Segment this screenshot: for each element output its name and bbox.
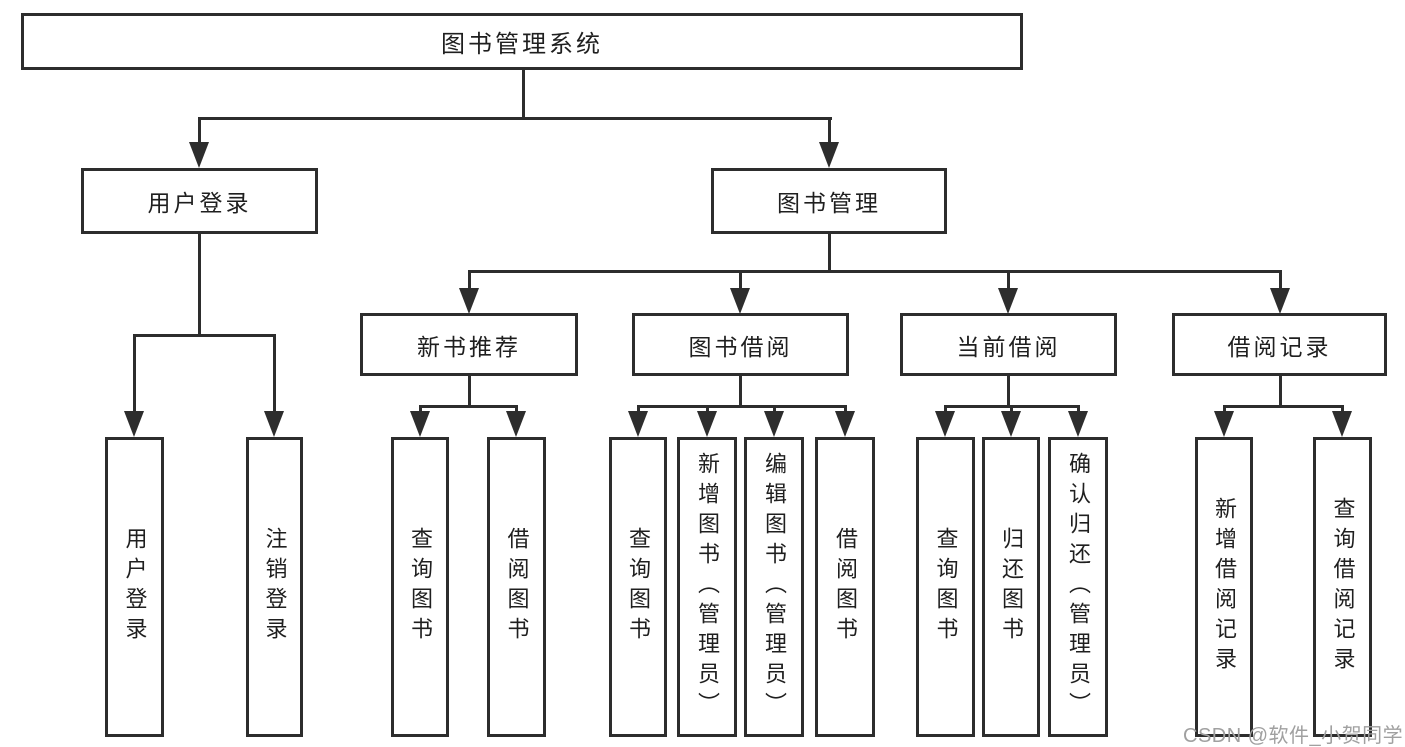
node-book-management-label: 图书管理 [777, 190, 881, 216]
connector-line [827, 119, 831, 145]
arrowhead [1214, 411, 1234, 437]
arrowhead [459, 288, 479, 314]
connector-line [467, 270, 1282, 273]
arrowhead [819, 142, 839, 168]
connector-line [738, 376, 742, 408]
node-new-book-recommend-label: 新书推荐 [417, 333, 521, 360]
arrowhead [124, 411, 144, 437]
connector-line [197, 234, 201, 337]
leaf-logout: 注销登录 [246, 437, 303, 737]
node-new-book-recommend: 新书推荐 [360, 313, 578, 376]
arrowhead [506, 411, 526, 437]
node-book-borrow-label: 图书借阅 [688, 333, 793, 360]
leaf-return-books: 归还图书 [982, 437, 1040, 737]
arrowhead [835, 411, 855, 437]
connector-line [418, 405, 518, 408]
connector-line [197, 117, 832, 120]
arrowhead [1001, 411, 1021, 437]
connector-line [132, 336, 136, 413]
connector-line [738, 272, 742, 290]
leaf-borrow-books-1: 借阅图书 [487, 437, 546, 737]
arrowhead [1270, 288, 1290, 314]
connector-line [467, 272, 471, 290]
node-user-login: 用户登录 [81, 168, 318, 234]
leaf-add-borrow-record: 新增借阅记录 [1195, 437, 1253, 737]
node-borrow-records: 借阅记录 [1172, 313, 1387, 376]
node-borrow-records-label: 借阅记录 [1227, 333, 1332, 360]
arrowhead [1332, 411, 1352, 437]
arrowhead [410, 411, 430, 437]
node-book-management: 图书管理 [711, 168, 947, 234]
arrowhead [628, 411, 648, 437]
connector-line [943, 405, 1080, 408]
node-current-borrow-label: 当前借阅 [956, 333, 1061, 360]
arrowhead [189, 142, 209, 168]
arrowhead [264, 411, 284, 437]
leaf-borrow-books-2: 借阅图书 [815, 437, 875, 737]
leaf-edit-books-admin: 编辑图书（管理员） [744, 437, 804, 737]
leaf-user-login: 用户登录 [105, 437, 164, 737]
node-current-borrow: 当前借阅 [900, 313, 1117, 376]
connector-line [827, 234, 831, 273]
connector-line [272, 336, 276, 413]
connector-line [1222, 405, 1344, 408]
leaf-query-books-3: 查询图书 [916, 437, 975, 737]
arrowhead [998, 288, 1018, 314]
connector-line [1006, 272, 1010, 290]
connector-line [521, 70, 525, 120]
arrowhead [764, 411, 784, 437]
node-book-borrow: 图书借阅 [632, 313, 849, 376]
arrowhead [730, 288, 750, 314]
connector-line [636, 405, 847, 408]
arrowhead [1068, 411, 1088, 437]
node-user-login-label: 用户登录 [147, 190, 252, 216]
leaf-add-books-admin: 新增图书（管理员） [677, 437, 737, 737]
node-root-label: 图书管理系统 [441, 31, 603, 58]
connector-line [467, 376, 471, 408]
leaf-confirm-return-admin: 确认归还（管理员） [1048, 437, 1108, 737]
leaf-query-books-1: 查询图书 [391, 437, 449, 737]
connector-line [1006, 376, 1010, 408]
connector-line [132, 334, 276, 337]
connector-line [197, 119, 201, 145]
leaf-query-books-2: 查询图书 [609, 437, 667, 737]
arrowhead [697, 411, 717, 437]
node-root: 图书管理系统 [21, 13, 1023, 70]
connector-line [1278, 376, 1282, 408]
watermark: CSDN @软件_小贺同学 [1183, 725, 1404, 747]
leaf-query-borrow-record: 查询借阅记录 [1313, 437, 1372, 737]
arrowhead [935, 411, 955, 437]
connector-line [1278, 272, 1282, 290]
